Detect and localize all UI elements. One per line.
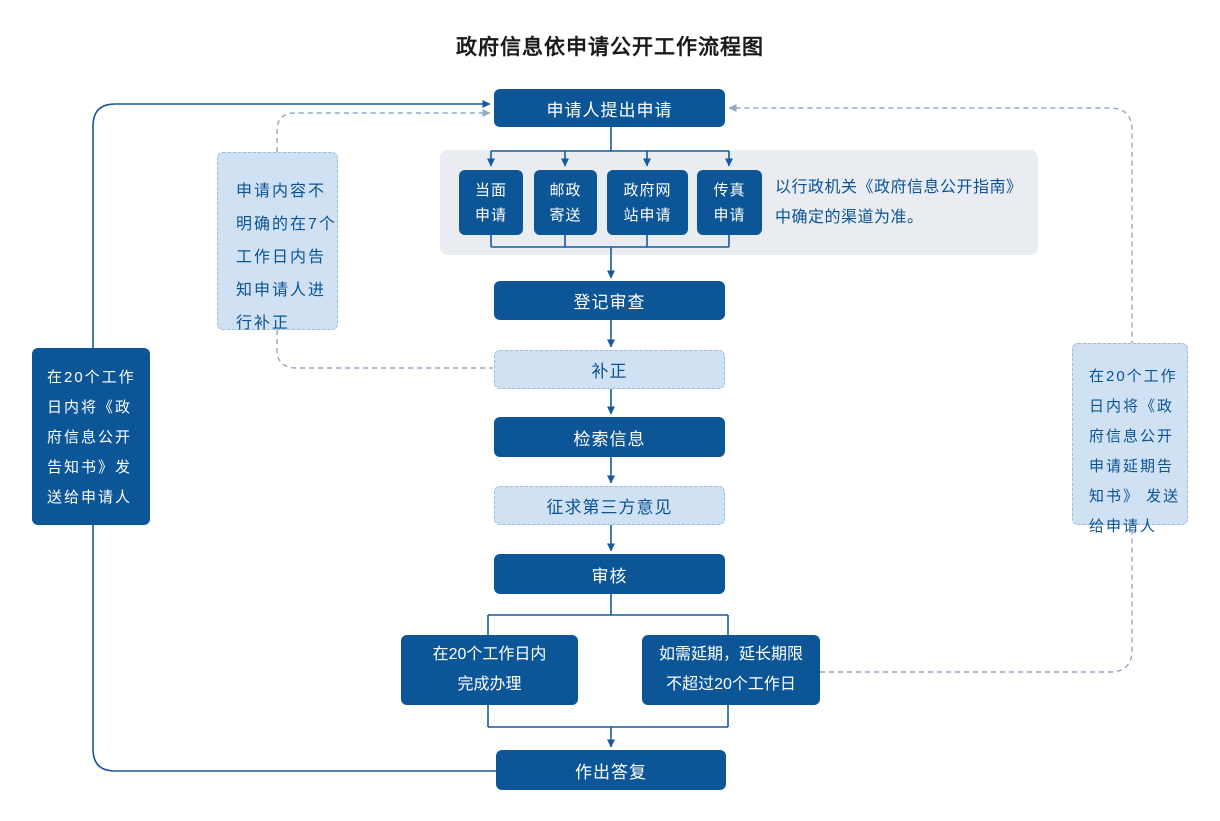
- note-disclosure-notice: 在20个工作 日内将《政 府信息公开 告知书》发 送给申请人: [32, 348, 150, 525]
- note-extension-notice: 在20个工作 日内将《政 府信息公开 申请延期告 知书》 发送 给申请人: [1072, 343, 1188, 535]
- node-channel-mail: 邮政 寄送: [534, 170, 597, 235]
- node-register-review: 登记审查: [494, 281, 725, 320]
- node-extension: 如需延期，延长期限 不超过20个工作日: [642, 635, 820, 705]
- node-channel-inperson: 当面 申请: [459, 170, 523, 235]
- note-supplement-notice: 申请内容不 明确的在7个 工作日内告 知申请人进 行补正: [217, 152, 338, 332]
- node-third-party-opinion: 征求第三方意见: [494, 486, 725, 525]
- node-reply: 作出答复: [496, 750, 726, 790]
- node-review: 审核: [494, 554, 725, 594]
- page-title: 政府信息依申请公开工作流程图: [456, 36, 764, 59]
- node-complete-within-20-days: 在20个工作日内 完成办理: [401, 635, 578, 705]
- node-search-info: 检索信息: [494, 417, 725, 457]
- node-channel-website: 政府网 站申请: [607, 170, 688, 235]
- node-supplement: 补正: [494, 350, 725, 389]
- node-channel-fax: 传真 申请: [697, 170, 762, 235]
- node-apply: 申请人提出申请: [494, 89, 725, 127]
- channel-note: 以行政机关《政府信息公开指南》 中确定的渠道为准。: [775, 179, 1023, 226]
